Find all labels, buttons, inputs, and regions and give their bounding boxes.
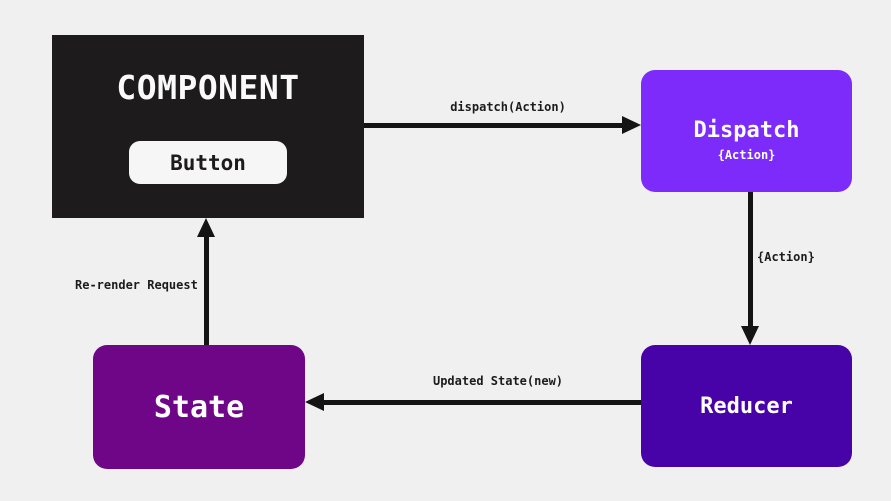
node-reducer: Reducer [641,345,852,467]
dispatch-subtitle: {Action} [717,148,776,162]
edge-label-rerender-request: Re-render Request [75,278,198,292]
arrow-line [204,236,209,345]
edge-label-dispatch-action: dispatch(Action) [450,100,566,114]
arrowhead-left-icon [305,393,324,411]
arrow-line [323,400,641,405]
arrowhead-right-icon [622,116,641,134]
arrow-line [364,123,623,128]
arrow-line [748,192,753,327]
arrowhead-up-icon [197,218,215,237]
reducer-title: Reducer [700,393,793,419]
node-component: COMPONENT Button [52,35,364,218]
edge-label-updated-state: Updated State(new) [432,374,564,388]
state-title: State [153,389,245,425]
component-title: COMPONENT [116,68,300,107]
component-button[interactable]: Button [129,141,287,184]
arrowhead-down-icon [741,326,759,345]
node-dispatch: Dispatch {Action} [641,70,852,192]
dispatch-title: Dispatch [693,118,800,143]
edge-label-action: {Action} [757,250,815,264]
node-state: State [93,345,305,469]
